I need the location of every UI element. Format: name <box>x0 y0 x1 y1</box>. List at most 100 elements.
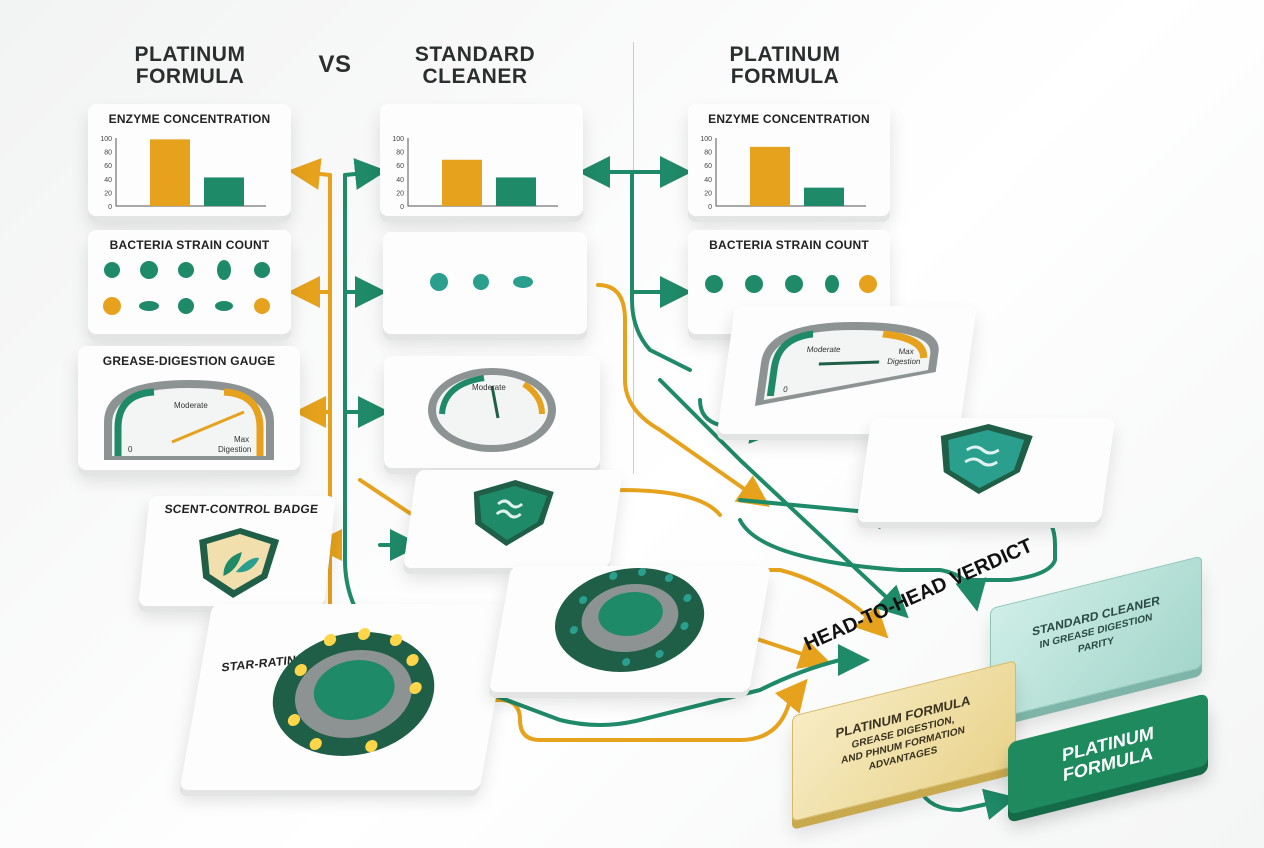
star-icon <box>637 568 647 576</box>
bacteria-icon <box>513 276 533 288</box>
y-tick-label: 0 <box>400 204 404 211</box>
gauge-middle: Moderate <box>428 368 556 452</box>
header-vs: VS <box>318 51 352 78</box>
enzyme-bar <box>150 139 190 206</box>
shield-card-middle <box>403 470 623 568</box>
bacteria-icon <box>254 298 270 314</box>
star-icon <box>622 658 631 666</box>
bacteria-icons-right <box>705 275 877 293</box>
scent-title: SCENT-CONTROL BADGE <box>163 502 319 516</box>
gauge-card-middle: Moderate <box>384 356 600 468</box>
gauge-label-digestion: Digestion <box>887 357 922 366</box>
y-tick-label: 20 <box>104 190 112 197</box>
shield-card-right <box>856 418 1116 522</box>
bacteria-icon <box>825 275 839 293</box>
y-tick-label: 80 <box>104 150 112 157</box>
star-icon <box>406 654 419 666</box>
y-tick-label: 20 <box>396 190 404 197</box>
bacteria-icon <box>217 260 231 280</box>
bacteria-icon <box>473 274 489 290</box>
star-card-left: STAR-RATING DIALS <box>179 604 513 790</box>
enzyme-title-right: ENZYME CONCENTRATION <box>708 112 870 126</box>
y-tick-label: 100 <box>100 136 112 143</box>
bacteria-icon <box>430 273 448 291</box>
bacteria-icons-middle <box>430 273 533 291</box>
star-icon <box>358 628 371 640</box>
y-tick-label: 40 <box>104 177 112 184</box>
star-icon <box>287 714 301 726</box>
bacteria-icon <box>178 298 194 314</box>
y-tick-label: 60 <box>704 163 712 170</box>
gauge-label-moderate: Moderate <box>472 383 506 392</box>
bacteria-title-left: BACTERIA STRAIN COUNT <box>109 238 270 252</box>
bacteria-icon <box>178 262 194 278</box>
shield-icon <box>940 424 1033 494</box>
gauge-right: Moderate Max Digestion 0 <box>754 322 939 406</box>
connector-gold-right <box>596 283 770 507</box>
bacteria-icon <box>139 301 159 311</box>
star-dial-left <box>272 628 435 756</box>
gauge-card-left: GREASE-DIGESTION GAUGE Moderate Max Dige… <box>78 346 300 470</box>
gauge-label-max: Max <box>234 435 249 444</box>
enzyme-bar <box>204 177 244 206</box>
verdict-winner-label: PLATINUM FORMULA <box>1062 722 1154 786</box>
bacteria-icon <box>785 275 803 293</box>
enzyme-bar <box>804 187 844 206</box>
star-icon <box>294 664 307 676</box>
star-icon <box>309 738 322 750</box>
bacteria-icon <box>104 262 120 278</box>
enzyme-bar <box>750 146 790 206</box>
star-icon <box>323 634 337 646</box>
bacteria-icons-left <box>103 260 270 315</box>
y-tick-label: 60 <box>396 163 404 170</box>
star-icon <box>409 682 422 694</box>
enzyme-card-right: ENZYME CONCENTRATION 0 20 40 60 80 100 <box>688 104 890 216</box>
star-icon <box>365 740 378 752</box>
bacteria-icon <box>859 275 877 293</box>
star-card-middle <box>488 566 772 692</box>
y-tick-label: 80 <box>704 150 712 157</box>
star-icon <box>664 574 674 582</box>
gauge-label-zero: 0 <box>783 385 789 394</box>
bacteria-icon <box>215 301 233 311</box>
star-dial-middle <box>555 568 705 672</box>
bacteria-card-left: BACTERIA STRAIN COUNT <box>88 230 291 334</box>
enzyme-title-left: ENZYME CONCENTRATION <box>108 112 271 126</box>
y-tick-label: 0 <box>708 204 712 211</box>
star-icon <box>609 572 618 580</box>
bacteria-icon <box>254 262 270 278</box>
scent-card: SCENT-CONTROL BADGE <box>138 496 336 606</box>
gauge-card-right: Moderate Max Digestion 0 <box>717 306 977 434</box>
y-tick-label: 40 <box>704 177 712 184</box>
enzyme-chart-right: 0 20 40 60 80 100 <box>700 136 866 211</box>
connector-green-right-trunk <box>630 170 692 372</box>
gauge-label-digestion: Digestion <box>218 445 251 454</box>
shield-icon <box>473 480 554 546</box>
bacteria-icon <box>705 275 723 293</box>
bacteria-title-right: BACTERIA STRAIN COUNT <box>709 238 869 252</box>
gauge-label-moderate: Moderate <box>174 401 208 410</box>
header-platinum-right: PLATINUM FORMULA <box>729 43 841 88</box>
gauge-title-left: GREASE-DIGESTION GAUGE <box>102 354 276 368</box>
star-icon <box>655 650 664 658</box>
bacteria-icon <box>745 275 763 293</box>
y-tick-label: 20 <box>704 190 712 197</box>
y-tick-label: 100 <box>700 136 712 143</box>
star-icon <box>389 634 403 646</box>
y-tick-label: 0 <box>108 204 112 211</box>
gauge-label-moderate: Moderate <box>806 345 841 354</box>
y-tick-label: 40 <box>396 177 404 184</box>
header-standard-middle: STANDARD CLEANER <box>414 43 536 88</box>
gauge-label-max: Max <box>898 347 914 356</box>
enzyme-bar <box>442 159 482 206</box>
star-icon <box>569 626 578 634</box>
y-tick-label: 80 <box>396 150 404 157</box>
star-icon <box>683 594 692 602</box>
bacteria-icon <box>103 297 121 315</box>
star-icon <box>579 596 588 604</box>
enzyme-bar <box>496 177 536 206</box>
